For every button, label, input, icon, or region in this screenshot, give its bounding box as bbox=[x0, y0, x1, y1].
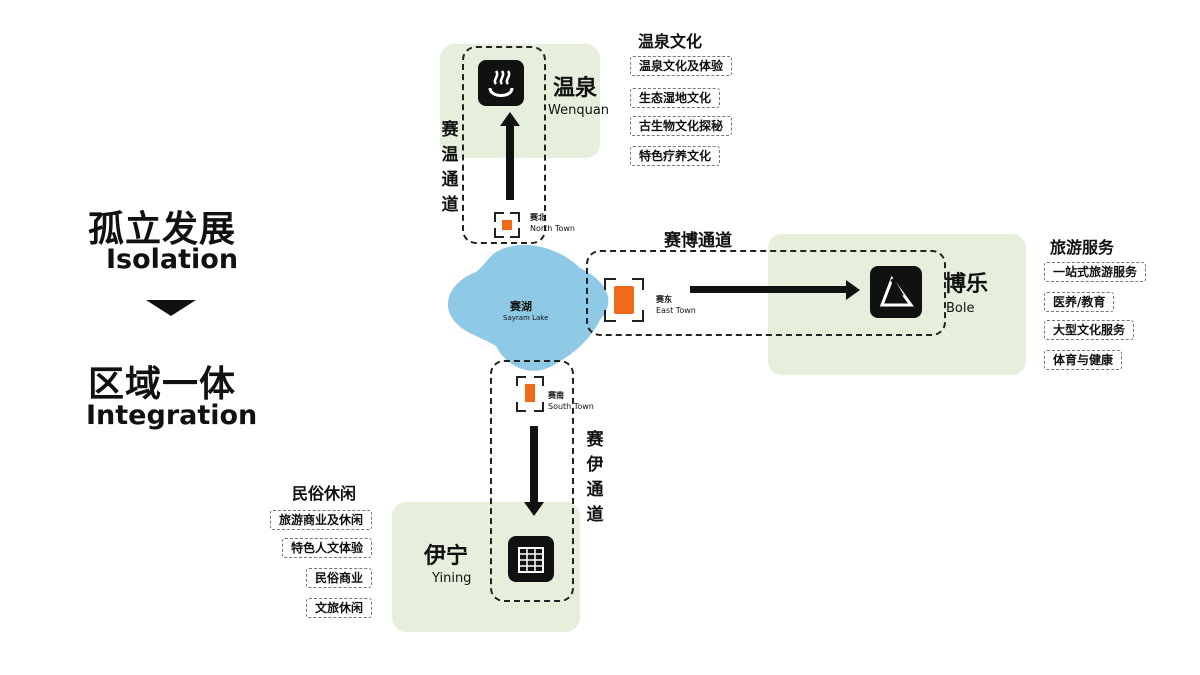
south-town-marker bbox=[516, 376, 544, 412]
sai-yi-corridor-box bbox=[490, 360, 574, 602]
lake-label-en: Sayram Lake bbox=[503, 314, 549, 322]
wenquan-tag: 古生物文化探秘 bbox=[630, 116, 733, 136]
yining-city-zh: 伊宁 bbox=[424, 544, 469, 569]
east-corridor-arrow bbox=[690, 280, 860, 300]
sai-bo-corridor-box bbox=[586, 250, 946, 336]
sai-wen-corridor-box bbox=[462, 46, 546, 244]
yining-tag: 旅游商业及休闲 bbox=[269, 510, 372, 530]
yining-tag: 民俗商业 bbox=[305, 568, 372, 588]
wenquan-city-zh: 温泉 bbox=[553, 76, 598, 101]
sai-bo-corridor-label: 赛博通道 bbox=[664, 231, 732, 251]
sayram-lake bbox=[447, 244, 609, 371]
north-town-marker bbox=[494, 212, 520, 238]
lake-label-zh: 赛湖 bbox=[510, 300, 532, 313]
yining-tag: 特色人文体验 bbox=[281, 538, 372, 558]
bole-tag: 体育与健康 bbox=[1044, 350, 1123, 370]
north-corridor-arrow bbox=[500, 112, 520, 200]
bole-tag: 大型文化服务 bbox=[1044, 320, 1135, 340]
building-icon bbox=[508, 536, 554, 582]
bole-tag: 一站式旅游服务 bbox=[1044, 262, 1147, 282]
south-town-zh: 赛南 bbox=[548, 391, 564, 400]
down-arrow-icon bbox=[146, 300, 196, 316]
bole-category-title: 旅游服务 bbox=[1050, 238, 1115, 257]
bole-city-en: Bole bbox=[946, 301, 975, 316]
south-corridor-arrow bbox=[524, 426, 544, 516]
north-town-en: North Town bbox=[530, 224, 575, 233]
wenquan-tag: 温泉文化及体验 bbox=[630, 56, 733, 76]
isolation-en: Isolation bbox=[106, 244, 239, 275]
integration-zh: 区域一体 bbox=[88, 364, 237, 405]
bole-city-zh: 博乐 bbox=[944, 272, 989, 297]
north-town-zh: 赛北 bbox=[530, 213, 546, 222]
yining-category-title: 民俗休闲 bbox=[292, 484, 357, 503]
sai-wen-corridor-label: 赛温通道 bbox=[441, 120, 459, 215]
east-town-en: East Town bbox=[656, 306, 696, 315]
wenquan-tag: 特色疗养文化 bbox=[630, 146, 721, 166]
yining-city-en: Yining bbox=[432, 571, 472, 586]
bole-tag: 医养/教育 bbox=[1044, 292, 1115, 312]
sai-yi-corridor-label: 赛伊通道 bbox=[586, 430, 604, 525]
wenquan-category-title: 温泉文化 bbox=[638, 32, 703, 51]
yining-tag: 文旅休闲 bbox=[305, 598, 372, 618]
wenquan-city-en: Wenquan bbox=[548, 103, 610, 118]
south-town-en: South Town bbox=[548, 402, 594, 411]
east-town-marker bbox=[604, 278, 644, 322]
isolation-zh: 孤立发展 bbox=[88, 209, 237, 250]
integration-en: Integration bbox=[86, 400, 258, 431]
wenquan-tag: 生态湿地文化 bbox=[630, 88, 721, 108]
hot-spring-icon bbox=[478, 60, 524, 106]
triangle-logo-icon bbox=[870, 266, 922, 318]
east-town-zh: 赛东 bbox=[656, 295, 672, 304]
